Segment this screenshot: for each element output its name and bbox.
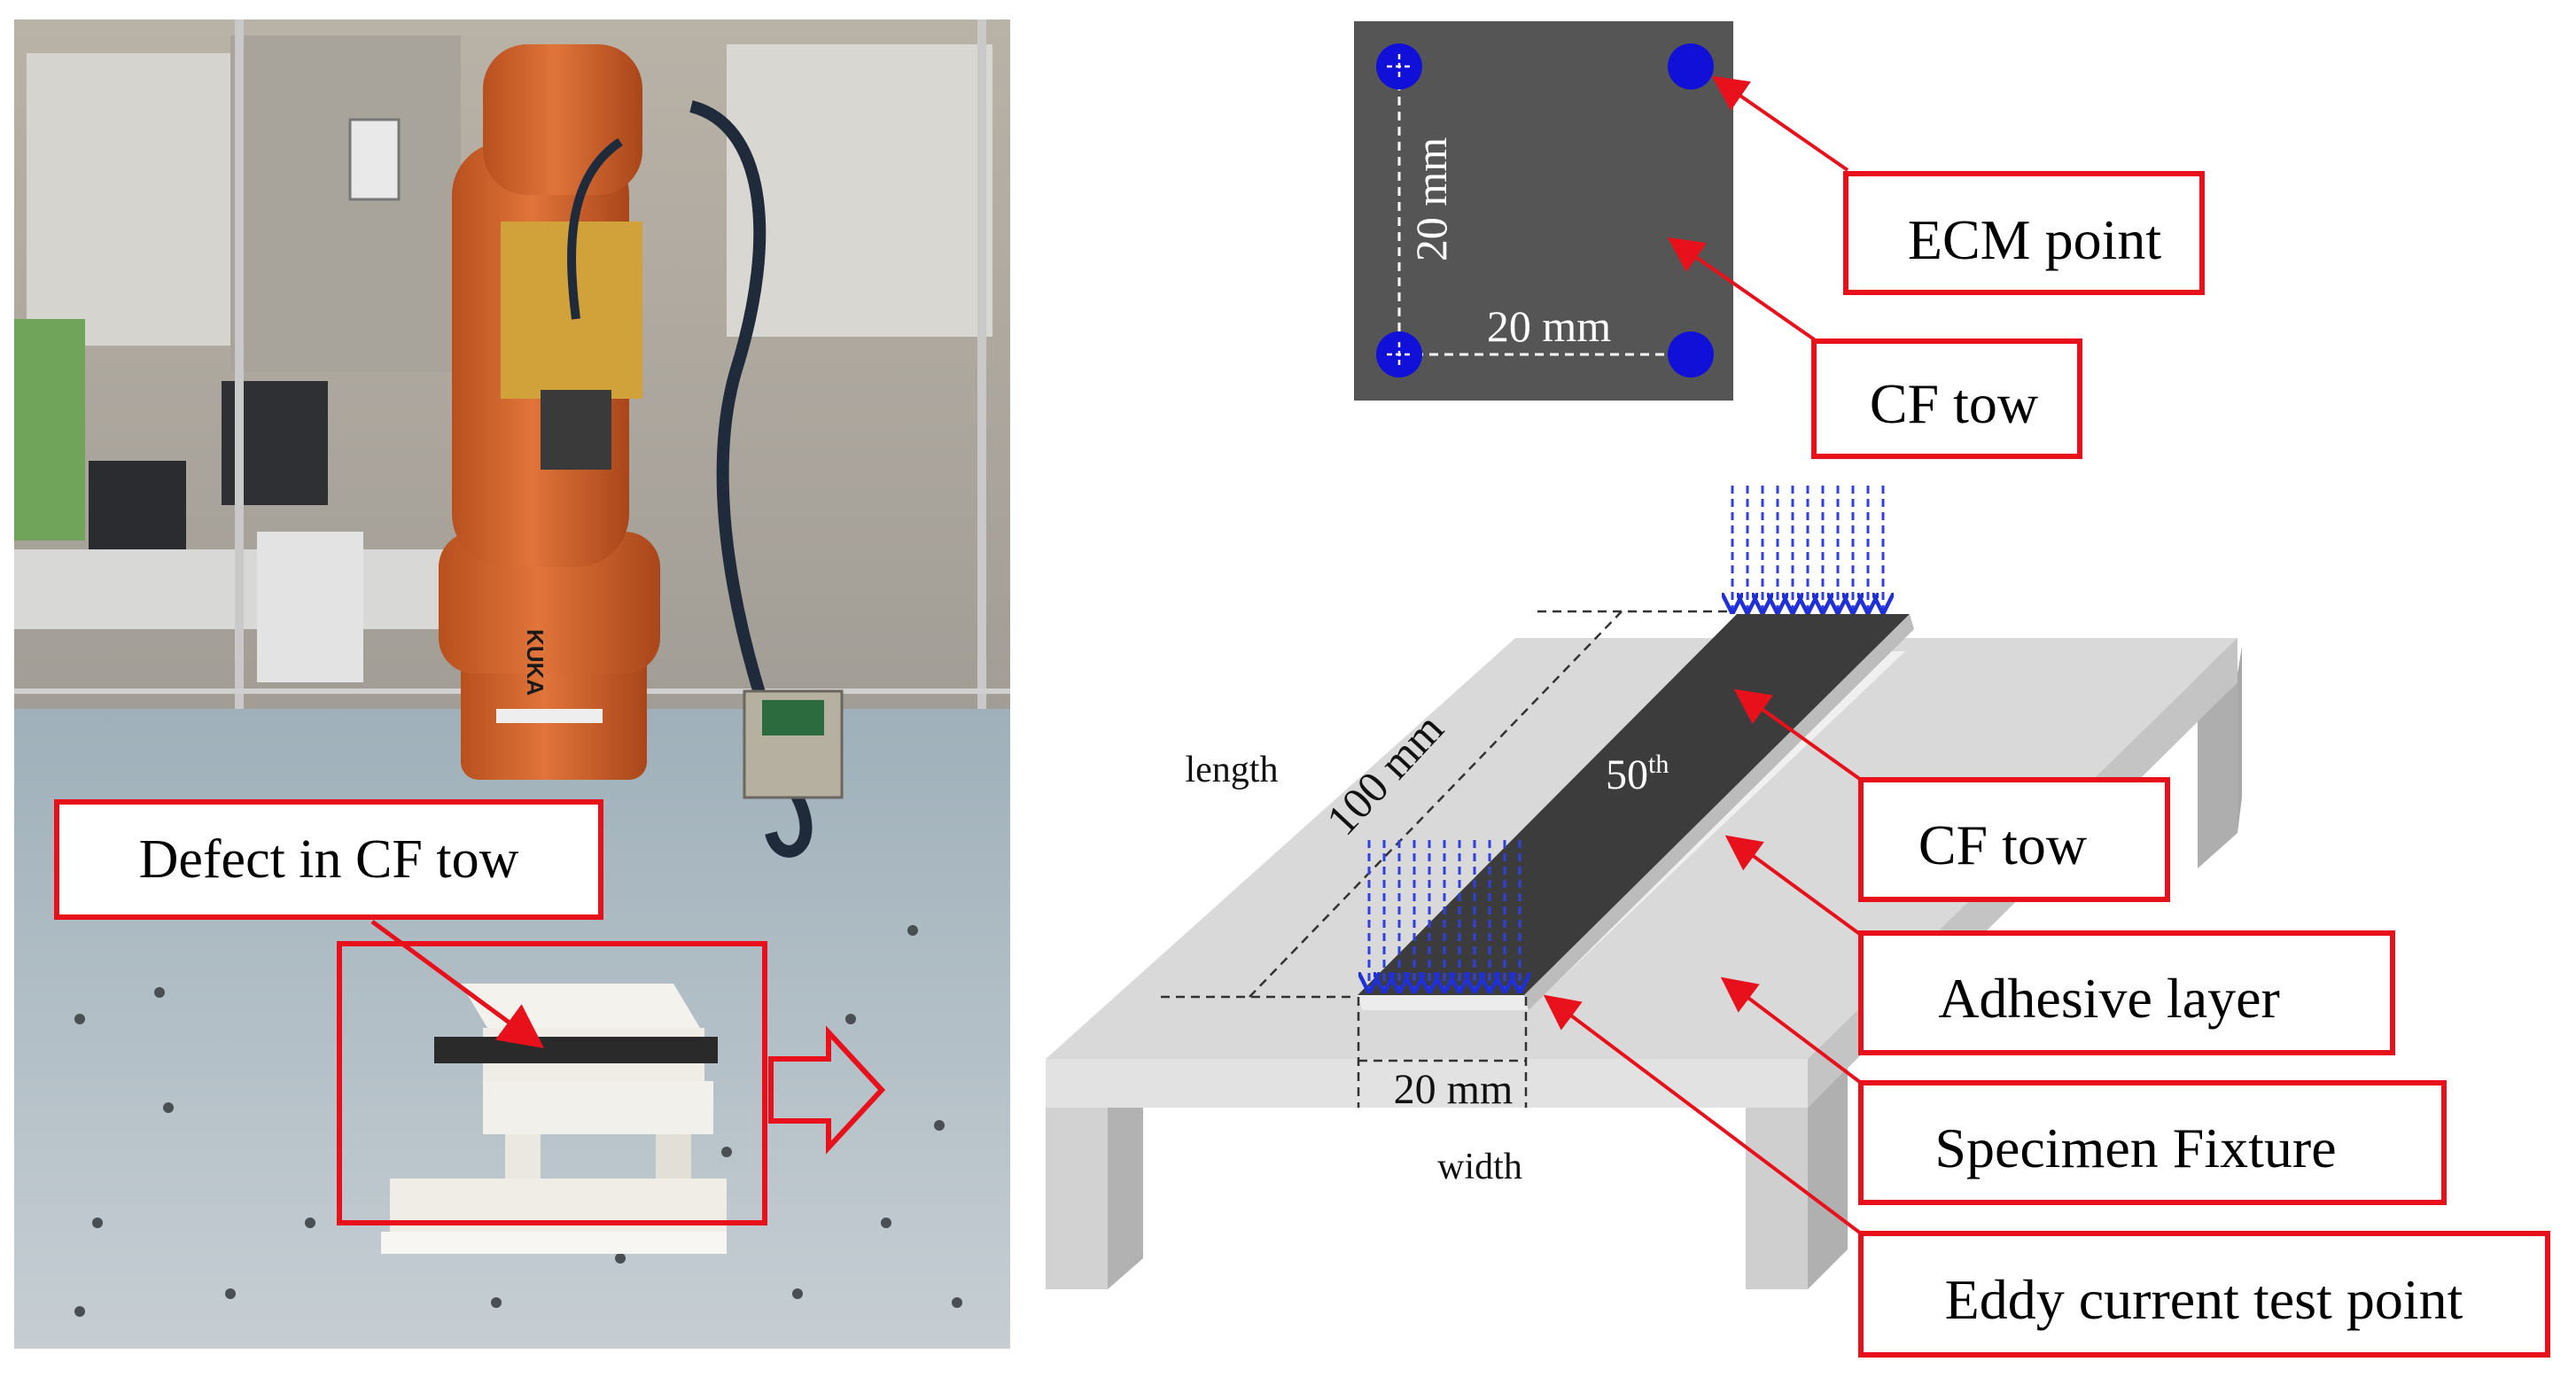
tow-index-number: 50 bbox=[1606, 751, 1648, 798]
adhesive-pointer bbox=[1724, 835, 1863, 937]
ecm-point-top-right bbox=[1668, 43, 1714, 89]
defect-callout-box bbox=[54, 799, 603, 920]
window-right bbox=[727, 44, 992, 337]
robot-brand-label: KUKA bbox=[522, 629, 549, 696]
dim-label-vertical: 20 mm bbox=[1406, 137, 1456, 261]
fixture-callout-label: Specimen Fixture bbox=[1934, 1117, 2336, 1179]
top-view: 20 mm 20 mm ECM point CF tow bbox=[1354, 21, 2205, 459]
robot-cable-2 bbox=[567, 137, 623, 320]
wall-panel bbox=[230, 35, 461, 372]
isometric-view: length 100 mm 20 mm width 50th CF tow Ad… bbox=[1046, 486, 2550, 1358]
fixture-callout-box bbox=[1858, 1080, 2447, 1205]
cabinet bbox=[257, 532, 363, 682]
lab-photo: KUKA Defect in CF tow bbox=[14, 19, 1010, 1349]
cf-tow-callout-box bbox=[1858, 777, 2170, 902]
eddy-pointer bbox=[1543, 994, 1863, 1235]
hollow-arrow bbox=[768, 1025, 886, 1155]
probe-arrows-near bbox=[1369, 840, 1520, 991]
ecm-callout-box bbox=[1843, 171, 2205, 295]
ecm-point-bottom-right bbox=[1668, 331, 1714, 377]
fixture-front-face bbox=[1046, 1059, 1808, 1108]
pegboard bbox=[14, 319, 85, 541]
fixture-leg-front-left bbox=[1046, 1108, 1108, 1289]
robot-arm: KUKA bbox=[439, 44, 660, 780]
fixture-leg-back-right-side bbox=[2237, 647, 2242, 833]
sign bbox=[348, 118, 401, 201]
cf-tow-square bbox=[1354, 21, 1733, 401]
fixture-pointer bbox=[1720, 977, 1863, 1085]
cf-callout-box-top bbox=[1811, 338, 2082, 459]
adhesive-callout-label: Adhesive layer bbox=[1938, 967, 2280, 1030]
robot-cable bbox=[689, 100, 813, 858]
ecm-pointer bbox=[1711, 75, 1849, 172]
ecm-callout-label: ECM point bbox=[1908, 208, 2161, 271]
adhesive-callout-box bbox=[1858, 930, 2395, 1055]
width-dim-label: 20 mm bbox=[1394, 1066, 1514, 1113]
width-label: width bbox=[1437, 1147, 1522, 1187]
fixture-leg-front-right bbox=[1746, 1108, 1808, 1289]
dim-label-horizontal: 20 mm bbox=[1487, 301, 1611, 351]
probe-arrows-far bbox=[1732, 486, 1883, 611]
ecm-points bbox=[1376, 43, 1714, 377]
eddy-callout-label: Eddy current test point bbox=[1945, 1268, 2463, 1331]
defect-callout-label: Defect in CF tow bbox=[139, 829, 519, 890]
tow-index-label: 50th bbox=[1606, 750, 1669, 798]
cf-tow-callout-label: CF tow bbox=[1918, 813, 2087, 876]
eddy-callout-box bbox=[1858, 1231, 2550, 1358]
fixture-highlight-box bbox=[337, 941, 767, 1225]
length-label: length bbox=[1186, 750, 1279, 790]
tow-index-suffix: th bbox=[1648, 750, 1669, 779]
cf-tow-pointer bbox=[1733, 689, 1863, 782]
cf-callout-label-top: CF tow bbox=[1870, 372, 2038, 435]
cf-pointer bbox=[1667, 237, 1818, 343]
window-left bbox=[27, 53, 230, 346]
